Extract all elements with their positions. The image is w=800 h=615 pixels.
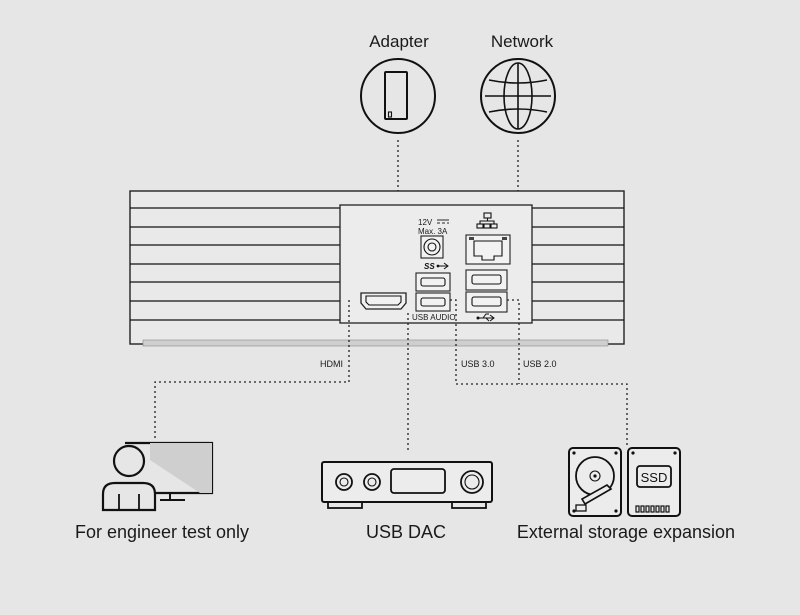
power-rating-line2: Max. 3A	[418, 227, 448, 236]
usb3-port-bottom[interactable]	[415, 292, 451, 312]
usb3-port-top[interactable]	[415, 272, 451, 292]
monitor-icon	[125, 441, 214, 501]
hard-drive-icon	[568, 447, 622, 517]
engineer-caption: For engineer test only	[75, 522, 249, 542]
usb-dac-caption: USB DAC	[366, 522, 446, 542]
power-rating-line1: 12V	[418, 218, 433, 227]
network-label: Network	[491, 32, 554, 51]
usb2-port-bottom[interactable]	[465, 291, 508, 313]
hdmi-port[interactable]	[360, 292, 407, 310]
hdmi-label: HDMI	[320, 359, 343, 369]
usb-icon	[476, 313, 495, 322]
person-icon	[101, 444, 157, 512]
usb3-label: USB 3.0	[461, 359, 495, 369]
ethernet-port[interactable]	[465, 234, 511, 265]
svg-text:SS: SS	[424, 262, 435, 271]
mini-pc-device	[129, 190, 625, 347]
adapter-label: Adapter	[369, 32, 429, 51]
usb3-superspeed-icon: SS	[424, 262, 449, 271]
globe-icon	[480, 58, 556, 134]
ssd-icon: SSD	[627, 447, 681, 517]
power-adapter-icon	[360, 58, 436, 134]
usb2-label: USB 2.0	[523, 359, 557, 369]
dc-power-port[interactable]	[420, 235, 444, 259]
dac-icon	[321, 461, 493, 509]
ssd-label: SSD	[641, 470, 668, 485]
usb2-port-top[interactable]	[465, 269, 508, 291]
ethernet-icon	[476, 212, 498, 229]
usb-audio-label: USB AUDIO	[412, 313, 456, 322]
storage-caption: External storage expansion	[517, 522, 735, 542]
